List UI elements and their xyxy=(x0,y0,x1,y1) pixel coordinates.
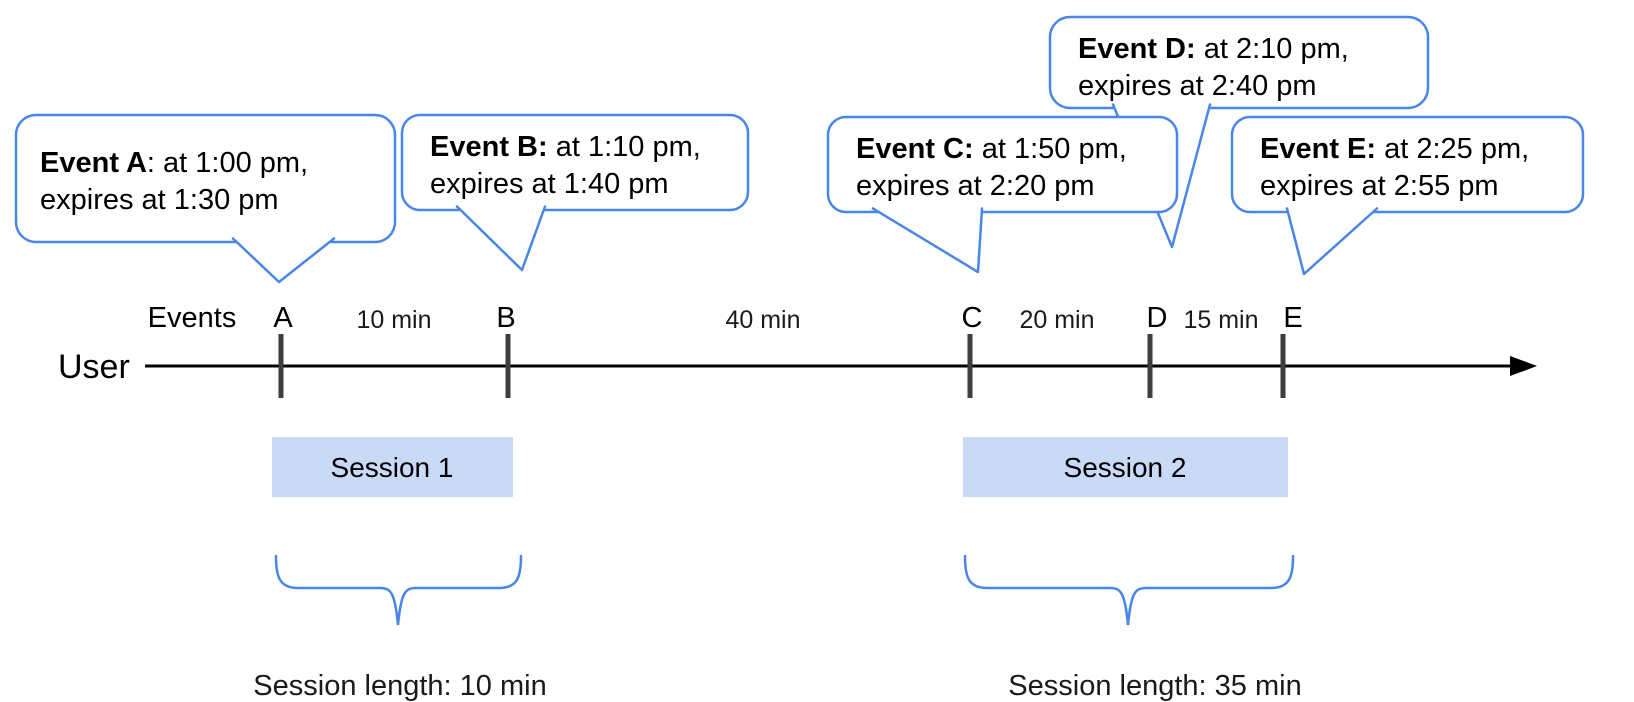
session-1: Session 1 Session length: 10 min xyxy=(253,437,547,702)
callout-event-a-line1: Event A: at 1:00 pm, xyxy=(40,147,308,179)
callout-event-b: Event B: at 1:10 pm, expires at 1:40 pm xyxy=(400,113,750,272)
callout-event-e-line2: expires at 2:55 pm xyxy=(1260,170,1499,202)
event-label-d: D xyxy=(1147,302,1168,334)
callout-event-c-line2: expires at 2:20 pm xyxy=(856,170,1095,202)
callout-event-d: Event D: at 2:10 pm, expires at 2:40 pm xyxy=(1048,15,1430,249)
session-1-brace xyxy=(274,554,523,626)
callout-event-b-line1: Event B: at 1:10 pm, xyxy=(430,131,701,163)
session-1-box xyxy=(272,437,513,497)
callout-event-d-line2: expires at 2:40 pm xyxy=(1078,70,1317,102)
interval-label-d-e: 15 min xyxy=(1183,306,1258,334)
session-2-box xyxy=(963,437,1288,497)
session-2-brace xyxy=(963,554,1295,626)
callout-event-c-bubble xyxy=(826,115,1179,214)
callout-event-a: Event A: at 1:00 pm, expires at 1:30 pm xyxy=(14,113,397,284)
interval-label-b-c: 40 min xyxy=(725,306,800,334)
callout-event-d-line1: Event D: at 2:10 pm, xyxy=(1078,33,1349,65)
session-2: Session 2 Session length: 35 min xyxy=(963,437,1302,702)
callout-event-a-tail xyxy=(231,237,336,284)
event-label-e: E xyxy=(1283,302,1302,334)
session-1-label: Session 1 xyxy=(331,452,454,483)
callout-event-c-line1: Event C: at 1:50 pm, xyxy=(856,133,1127,165)
callout-event-c: Event C: at 1:50 pm, expires at 2:20 pm xyxy=(826,115,1179,274)
callout-event-e-bubble xyxy=(1230,115,1585,214)
callout-event-e-line1: Event E: at 2:25 pm, xyxy=(1260,133,1529,165)
session-2-length-label: Session length: 35 min xyxy=(1008,670,1301,702)
user-label: User xyxy=(58,348,130,386)
timeline-arrowhead-icon xyxy=(1510,356,1537,376)
interval-label-a-b: 10 min xyxy=(356,306,431,334)
event-label-b: B xyxy=(496,302,515,334)
callout-event-e-tail xyxy=(1285,207,1379,276)
callout-event-e: Event E: at 2:25 pm, expires at 2:55 pm xyxy=(1230,115,1585,276)
event-label-a: A xyxy=(273,302,293,334)
session-2-label: Session 2 xyxy=(1064,452,1187,483)
event-label-c: C xyxy=(962,302,983,334)
timeline-axis: User xyxy=(58,334,1537,398)
callout-event-c-tail xyxy=(871,207,984,274)
events-row-label: Events xyxy=(148,302,237,334)
session-1-length-label: Session length: 10 min xyxy=(253,670,546,702)
callout-event-b-tail xyxy=(455,205,547,272)
interval-label-c-d: 20 min xyxy=(1019,306,1094,334)
callout-event-a-bubble xyxy=(14,113,397,244)
callout-event-b-bubble xyxy=(400,113,750,212)
callout-event-b-line2: expires at 1:40 pm xyxy=(430,168,669,200)
callout-event-a-line2: expires at 1:30 pm xyxy=(40,184,279,216)
callout-event-d-bubble xyxy=(1048,15,1430,110)
